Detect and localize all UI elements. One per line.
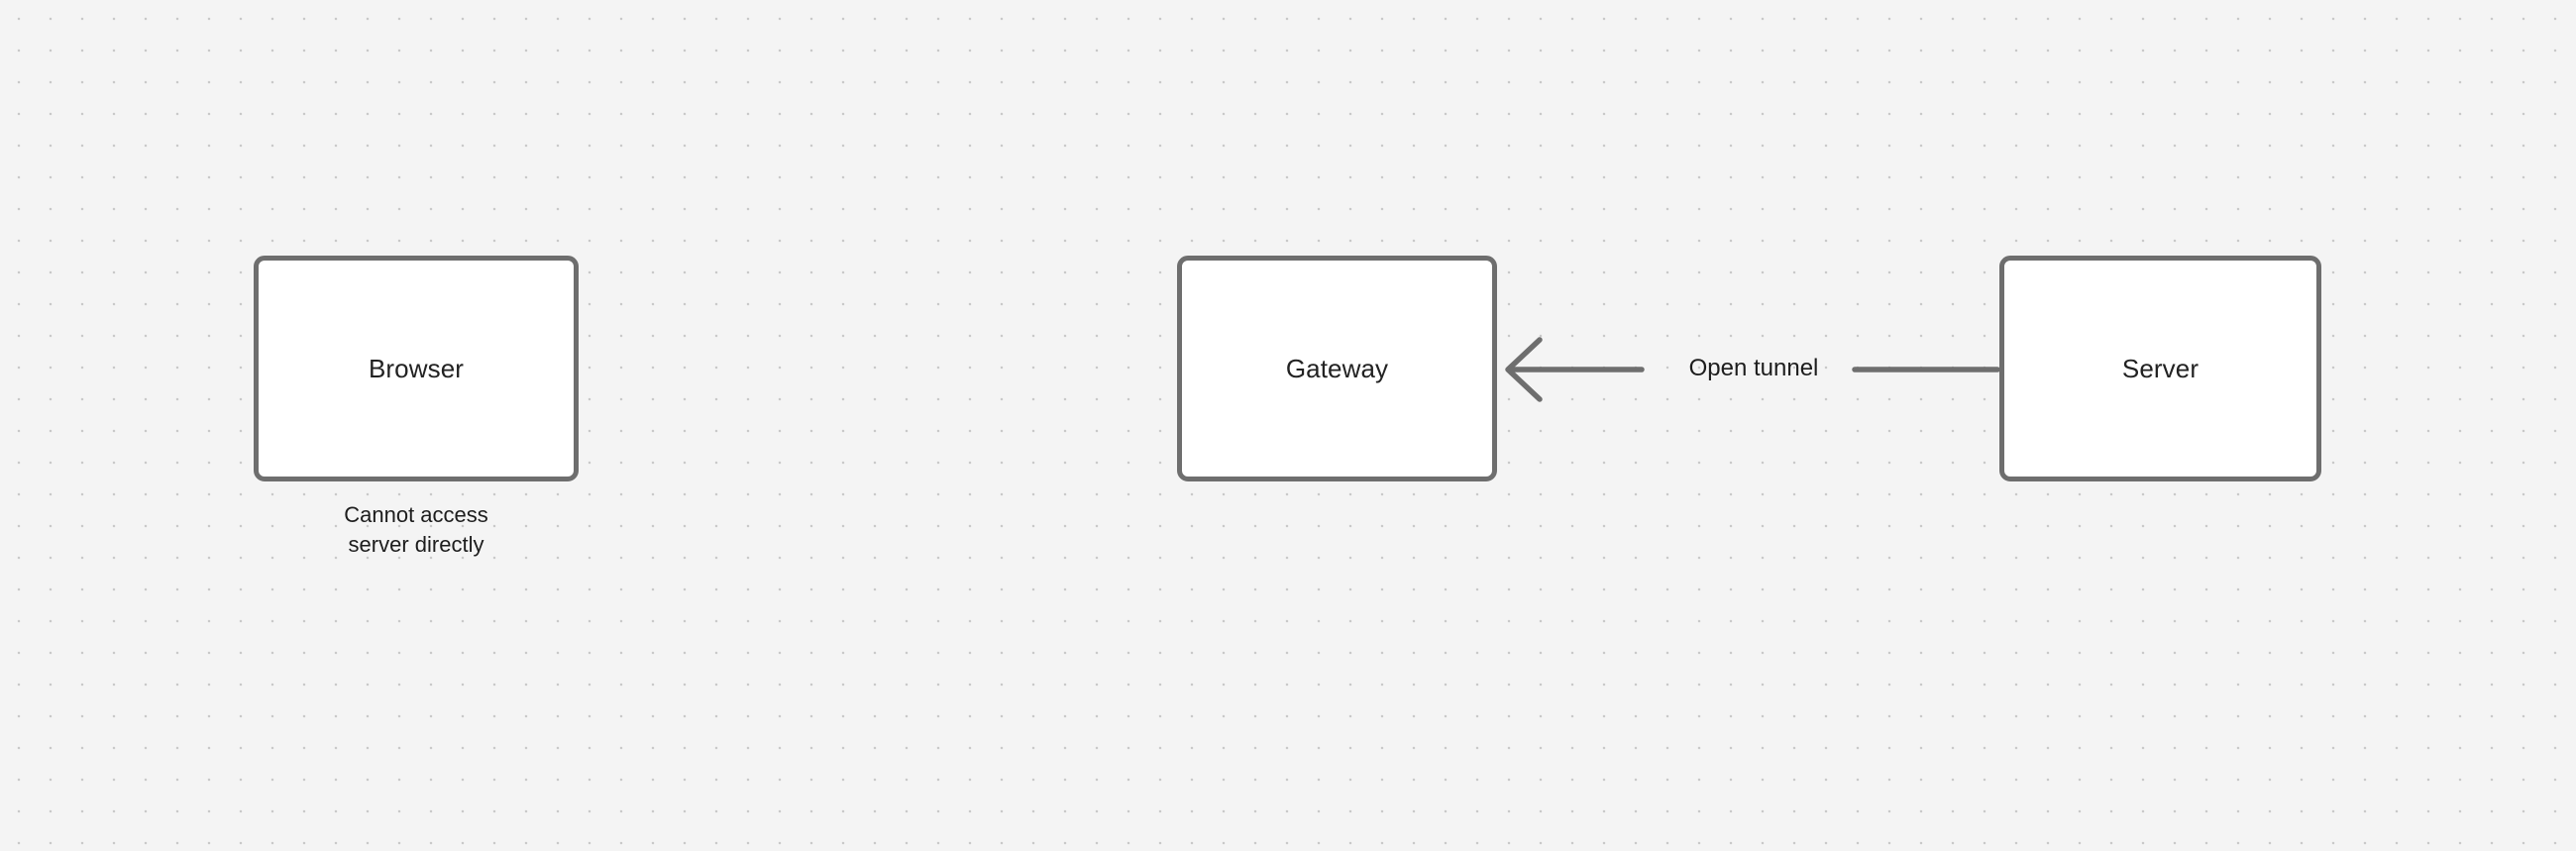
node-browser-label: Browser [368,354,465,383]
browser-caption: Cannot access server directly [254,500,579,560]
edge-server-to-gateway[interactable]: Open tunnel [1496,327,2011,416]
node-browser[interactable]: Browser [254,256,579,481]
browser-caption-line-1: Cannot access [344,502,488,527]
edge-open-tunnel-label: Open tunnel [1688,355,1819,381]
node-server-label: Server [2121,354,2200,383]
edge-open-tunnel-graphic [1505,337,2000,402]
browser-caption-line-2: server directly [348,532,484,557]
node-server[interactable]: Server [1999,256,2321,481]
node-gateway-label: Gateway [1285,354,1389,383]
arrow-left-icon [1505,337,1543,402]
node-gateway[interactable]: Gateway [1177,256,1497,481]
